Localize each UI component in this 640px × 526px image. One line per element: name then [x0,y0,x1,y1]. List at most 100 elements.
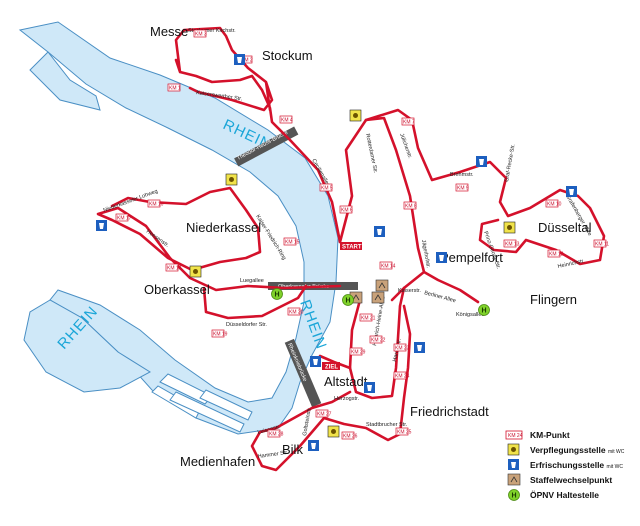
km-marker: KM 1 [167,83,181,92]
rhine-north-arm [29,51,101,111]
legend-km: KM 24 KM-Punkt [505,430,570,440]
refresh-station-icon [308,440,319,451]
km-marker: KM 13 [503,239,520,248]
food-station-icon [503,221,516,234]
refresh-station-icon [566,186,577,197]
district-medienhafen: Medienhafen [180,454,255,469]
district-pempelfort: Pempelfort [440,250,503,265]
km-marker: KM 11 [593,239,609,248]
km-marker: KM 23 [393,343,410,352]
km-marker: KM 5 [319,183,333,192]
transit-stops: H H H [271,288,490,316]
svg-text:KM 3: KM 3 [195,32,207,38]
food-station-icon [189,265,202,278]
refresh-station-icon [234,54,245,65]
km-marker: KM 17 [115,213,132,222]
street-label: Goltsteinstr. [302,406,313,436]
km-marker: KM 22 [369,335,386,344]
rhine-river: RHEIN RHEIN RHEIN [18,21,339,435]
refresh-station-icon [364,382,375,393]
km-marker: KM 3 [193,29,207,38]
route-duesseltal [364,108,606,266]
street-label: Graf-Recke-Str. [504,143,517,182]
street-label: Jägerhofstr. [420,239,431,269]
svg-text:KM 23: KM 23 [395,346,410,352]
svg-text:Staffelwechselpunkt: Staffelwechselpunkt [530,475,612,485]
km-marker: KM 12 [547,249,564,258]
svg-text:KM 13: KM 13 [505,242,520,248]
street-label: Heesenstr. [145,229,170,249]
legend-food: Verpflegungsstelle mit WC [507,443,625,456]
bus-stop-icon: H [271,288,283,300]
svg-text:KM-Punkt: KM-Punkt [530,430,570,440]
svg-text:KM 24: KM 24 [508,433,523,439]
legend-refresh: Erfrischungsstelle mit WC [508,459,623,470]
food-station-icon [225,173,238,186]
km-marker: KM 25 [395,427,412,436]
legend-relay: Staffelwechselpunkt [507,473,612,486]
svg-text:KM 16: KM 16 [149,202,164,208]
km-marker: KM 19 [211,329,228,338]
km-markers: KM 1 KM 2 KM 3 KM 4 KM 5 KM 6 KM 7 KM 8 … [115,29,609,440]
svg-text:KM 5: KM 5 [321,186,333,192]
district-bilk: Bilk [282,442,303,457]
svg-text:ZIEL: ZIEL [325,365,338,371]
km-marker: KM 28 [267,429,284,438]
route-bilk [250,390,352,472]
refresh-station-icon [310,356,321,367]
bus-stop-icon: H [342,294,354,306]
refresh-station-icon [414,342,425,353]
svg-text:H: H [482,308,487,315]
svg-text:KM 14: KM 14 [381,264,396,270]
street-label: Herzogstr. [334,396,360,402]
legend: KM 24 KM-Punkt Verpflegungsstelle mit WC… [505,430,625,501]
svg-text:KM 1: KM 1 [169,86,181,92]
street-label: Brehmstr. [450,172,474,178]
km-marker: KM 27 [315,409,332,418]
street-label: Luegallee [240,278,264,284]
svg-text:KM 19: KM 19 [213,332,228,338]
km-marker: KM 29 [349,347,366,356]
start-marker: START [340,242,362,251]
svg-text:KM 25: KM 25 [397,430,412,436]
refresh-station-icon [96,220,107,231]
route-north-loop [174,26,342,244]
bus-stop-icon: H [478,304,490,316]
street-label: Berliner Allee [423,290,456,304]
km-marker: KM 18 [165,263,182,272]
svg-text:Verpflegungsstelle mit WC: Verpflegungsstelle mit WC [530,445,625,455]
street-label: Düsseldorfer Str. [226,322,267,328]
km-marker: KM 6 [339,205,353,214]
route-pempelfort-north [338,116,426,274]
svg-text:H: H [512,493,517,500]
svg-text:Erfrischungsstelle mit WC: Erfrischungsstelle mit WC [530,460,623,470]
refresh-station-icon [436,252,447,263]
district-labels: Messe Stockum Niederkassel Oberkassel Pe… [144,24,592,469]
relay-point-icon [375,279,389,292]
km-marker: KM 8 [403,201,417,210]
svg-text:H: H [346,298,351,305]
svg-text:KM 18: KM 18 [167,266,182,272]
svg-text:START: START [342,245,362,251]
relay-points [349,279,389,304]
svg-text:ÖPNV Haltestelle: ÖPNV Haltestelle [530,490,599,500]
district-flingern: Flingern [530,292,577,307]
svg-text:KM 24: KM 24 [395,374,410,380]
svg-text:KM 26: KM 26 [343,434,358,440]
km-marker: KM 10 [545,199,562,208]
svg-text:KM 2: KM 2 [241,58,253,64]
district-stockum: Stockum [262,48,313,63]
svg-text:KM 21: KM 21 [361,316,376,322]
street-label: Stockumer Kirchstr. [188,28,236,34]
rhine-west-arm [23,299,151,393]
food-stations [189,109,516,438]
street-label: Jülicherstr. [398,133,413,160]
finish-marker: ZIEL [322,362,340,371]
km-marker: KM 14 [379,261,396,270]
svg-text:KM 11: KM 11 [595,242,609,248]
svg-text:KM 10: KM 10 [547,202,562,208]
district-oberkassel: Oberkassel [144,282,210,297]
street-label: Rotterdamer Str. [364,133,378,174]
